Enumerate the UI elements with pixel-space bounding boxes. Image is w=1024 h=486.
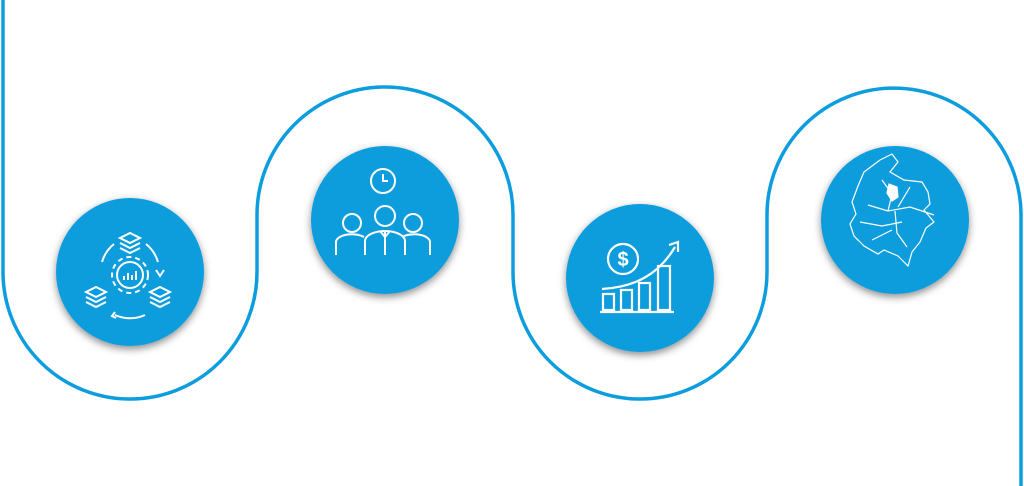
data-process-cycle-icon [83,231,173,320]
team-time-icon [334,168,432,255]
step-1 [56,198,204,346]
svg-text:$: $ [617,249,628,271]
money-growth-chart-icon: $ [600,240,680,314]
colombia-map-icon [849,153,935,268]
step-2 [311,146,459,294]
step-3: $ [566,204,714,352]
step-4 [821,146,969,294]
